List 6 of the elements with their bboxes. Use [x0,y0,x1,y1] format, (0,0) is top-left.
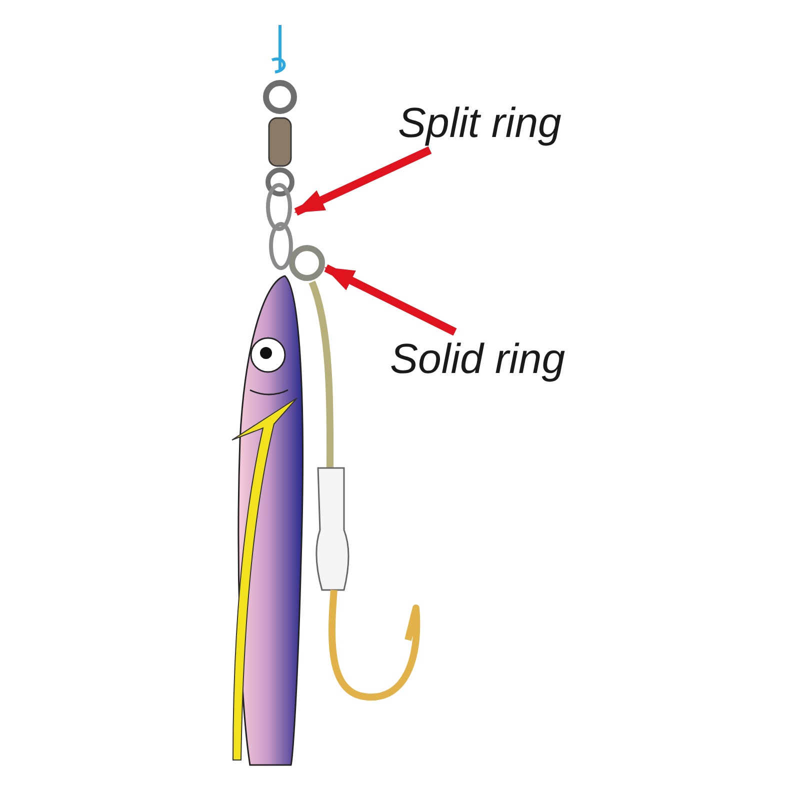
part-label: Split ring [398,102,562,144]
pointer-arrow [294,146,432,216]
pointer-arrow [324,264,457,336]
split-ring-drawing [266,183,293,270]
solid-ring-drawing [289,245,325,281]
part-label: Solid ring [390,338,566,380]
